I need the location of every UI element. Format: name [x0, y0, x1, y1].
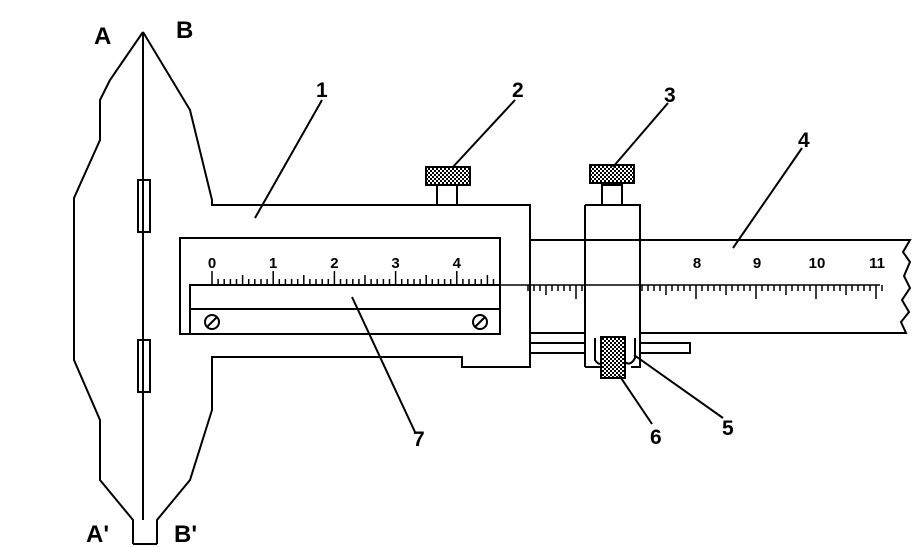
vernier-scale-ticks [211, 271, 495, 285]
part-label-5: 5 [722, 417, 734, 440]
part-label-4: 4 [798, 129, 810, 152]
clamp-screw-2 [425, 166, 471, 206]
micro-feed-wheel-6 [600, 336, 626, 379]
main-number: 9 [753, 255, 761, 272]
vernier-number: 3 [391, 255, 399, 272]
main-number: 8 [693, 255, 701, 272]
leader-4 [732, 147, 803, 249]
leader-5 [633, 354, 724, 419]
vernier-scale-numbers: 0 1 2 3 4 [208, 255, 462, 272]
label-A-prime: A' [86, 521, 109, 547]
jaw-marker-upper [137, 179, 151, 233]
vernier-number: 1 [269, 255, 277, 272]
clamp-screw-3 [589, 164, 635, 206]
part-label-1: 1 [316, 79, 328, 102]
leader-2 [451, 99, 516, 169]
vernier-screw-left [204, 314, 220, 330]
jaw-marker-lower [137, 339, 151, 393]
vernier-number: 2 [330, 255, 338, 272]
leader-7 [351, 296, 416, 433]
depth-rod [530, 342, 691, 354]
label-B: B [176, 17, 193, 44]
vernier-number: 0 [208, 255, 216, 272]
main-scale-numbers: 8 9 10 11 [693, 255, 885, 272]
vernier-number: 4 [453, 255, 462, 272]
part-label-6: 6 [650, 426, 662, 449]
fixed-jaw-body [73, 31, 531, 544]
main-scale-ticks [527, 285, 883, 299]
label-B-prime: B' [174, 521, 197, 547]
part-label-3: 3 [664, 84, 676, 107]
vernier-screw-right [472, 314, 488, 330]
main-number: 10 [809, 255, 826, 272]
vernier-plate [189, 284, 501, 310]
leader-3 [612, 102, 669, 168]
leader-6 [618, 374, 653, 425]
leader-1 [254, 99, 323, 219]
part-label-2: 2 [512, 79, 524, 102]
main-number: 11 [869, 255, 885, 272]
main-beam [530, 239, 912, 334]
part-label-7: 7 [413, 428, 425, 451]
label-A: A [94, 23, 111, 50]
